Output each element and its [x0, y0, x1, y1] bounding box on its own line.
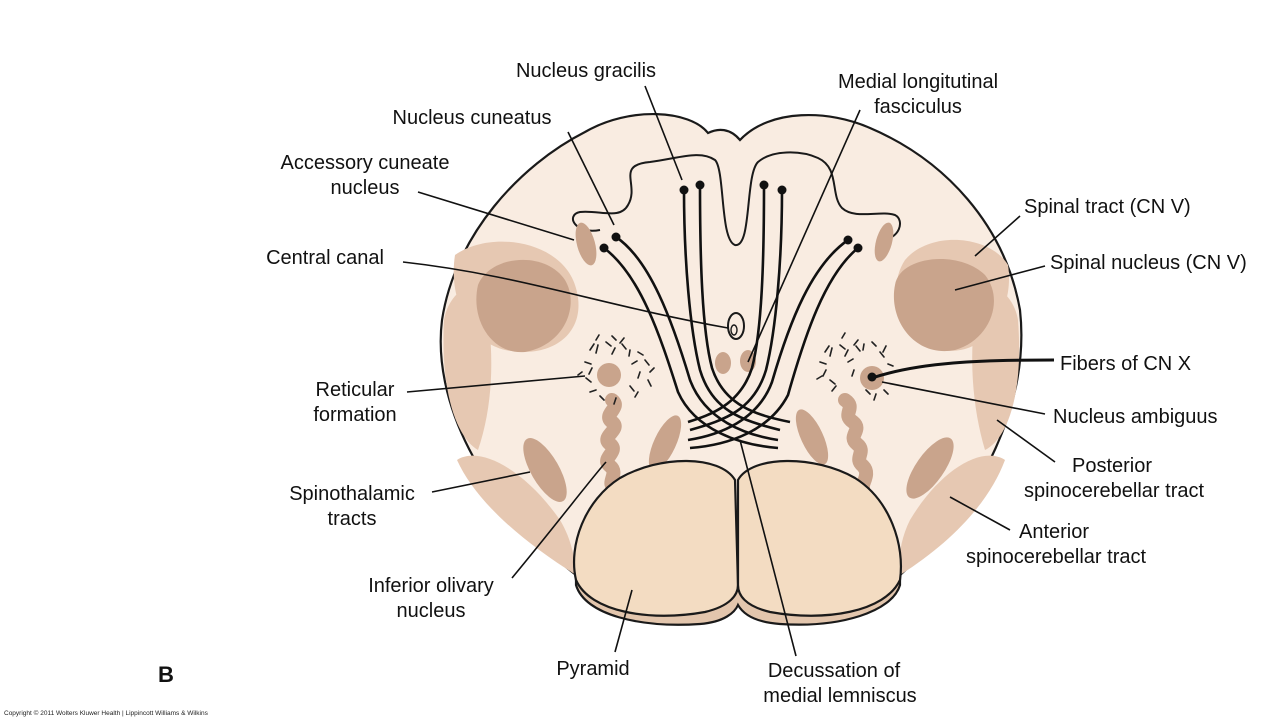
mlf-left	[715, 352, 731, 374]
accessory-olive-left	[648, 415, 682, 471]
accessory-olive-right	[795, 409, 829, 465]
medulla-section	[439, 113, 1023, 626]
label-decussation: Decussation of	[768, 660, 901, 682]
label-fibers-cnx: Fibers of CN X	[1060, 353, 1191, 375]
pyramid-right	[736, 459, 902, 617]
label-reticular-formation: Reticular	[316, 379, 395, 401]
label-mlf-2: fasciculus	[874, 96, 962, 118]
label-posterior-scb: Posterior	[1072, 455, 1152, 477]
spinothalamic-tract-right	[906, 437, 954, 499]
label-inferior-olivary: Inferior olivary	[368, 575, 494, 597]
label-reticular-formation-2: formation	[313, 404, 396, 426]
label-decussation-2: medial lemniscus	[763, 685, 916, 707]
label-central-canal: Central canal	[266, 247, 384, 269]
reticular-core-left	[597, 363, 621, 387]
label-spinothalamic: Spinothalamic	[289, 483, 415, 505]
label-nucleus-gracilis: Nucleus gracilis	[516, 60, 656, 82]
dorsal-nuclei-dots	[599, 180, 863, 253]
label-spinothalamic-2: tracts	[328, 508, 377, 530]
spinothalamic-tract-left	[523, 438, 567, 502]
internal-arcuate-fibers	[603, 184, 859, 450]
label-posterior-scb-2: spinocerebellar tract	[1024, 480, 1205, 502]
accessory-cuneate-nucleus-left	[575, 222, 597, 266]
spinal-nucleus-cnv-right	[893, 258, 994, 352]
label-spinal-nucleus-cnv: Spinal nucleus (CN V)	[1050, 252, 1247, 274]
fibers-cnx-dot	[867, 372, 877, 382]
inferior-olive-left	[600, 393, 623, 495]
spinal-nucleus-cnv-left	[476, 259, 571, 353]
dorsal-column-nuclei-outline	[572, 151, 901, 246]
accessory-cuneate-nucleus-right	[874, 222, 894, 262]
label-inferior-olivary-2: nucleus	[397, 600, 466, 622]
label-nucleus-cuneatus: Nucleus cuneatus	[393, 107, 552, 129]
fibers-cnx-line	[871, 358, 1055, 380]
label-accessory-cuneate: Accessory cuneate	[281, 152, 450, 174]
reticular-formation-left	[577, 334, 655, 405]
label-nucleus-ambiguus: Nucleus ambiguus	[1053, 406, 1218, 428]
label-anterior-scb-2: spinocerebellar tract	[966, 546, 1147, 568]
label-mlf: Medial longitutinal	[838, 71, 998, 93]
label-spinal-tract-cnv: Spinal tract (CN V)	[1024, 196, 1191, 218]
central-canal-lumen	[730, 324, 738, 336]
reticular-formation-right	[816, 332, 894, 401]
leader-lines	[402, 85, 1056, 657]
inferior-olive-right	[838, 393, 874, 495]
copyright-notice: Copyright © 2011 Wolters Kluwer Health |…	[4, 709, 209, 717]
label-pyramid: Pyramid	[556, 658, 629, 680]
labels: Nucleus gracilis Nucleus cuneatus Access…	[4, 60, 1247, 717]
label-anterior-scb: Anterior	[1019, 521, 1089, 543]
label-accessory-cuneate-2: nucleus	[331, 177, 400, 199]
pyramid-left	[572, 459, 740, 617]
panel-letter: B	[158, 662, 174, 687]
